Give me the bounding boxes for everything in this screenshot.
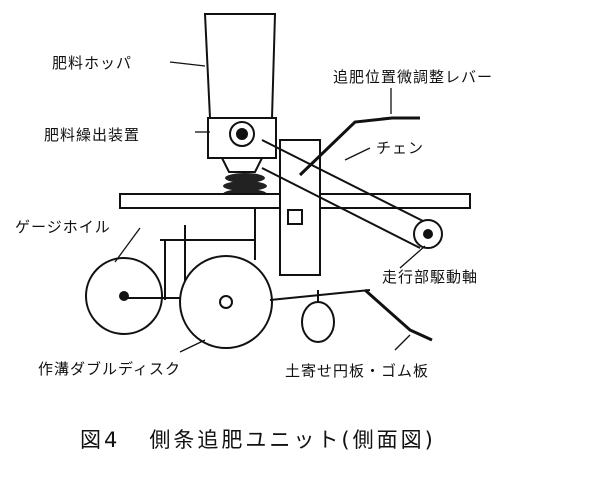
label-drive-shaft: 走行部駆動軸: [382, 268, 479, 286]
covering-disc: [301, 301, 335, 343]
label-covering-disc: 土寄せ円板・ゴム板: [285, 362, 430, 380]
double-disc: [179, 255, 273, 349]
adjust-lever: [298, 116, 420, 177]
fertilizer-hopper: [203, 13, 277, 119]
label-feeder: 肥料繰出装置: [44, 126, 141, 144]
gauge-wheel: [85, 257, 163, 335]
chain: [261, 139, 426, 249]
label-chain: チェン: [376, 139, 425, 157]
label-hopper: 肥料ホッパ: [52, 54, 133, 72]
label-lever: 追肥位置微調整レバー: [333, 68, 494, 86]
figure-title: 側条追肥ユニット(側面図): [149, 428, 436, 452]
rubber-plate: [364, 288, 433, 342]
figure-caption: 図4 側条追肥ユニット(側面図): [80, 424, 436, 454]
label-gauge-wheel: ゲージホイル: [15, 218, 111, 236]
figure-number: 図4: [80, 428, 121, 452]
label-double-disc: 作溝ダブルディスク: [38, 360, 181, 378]
